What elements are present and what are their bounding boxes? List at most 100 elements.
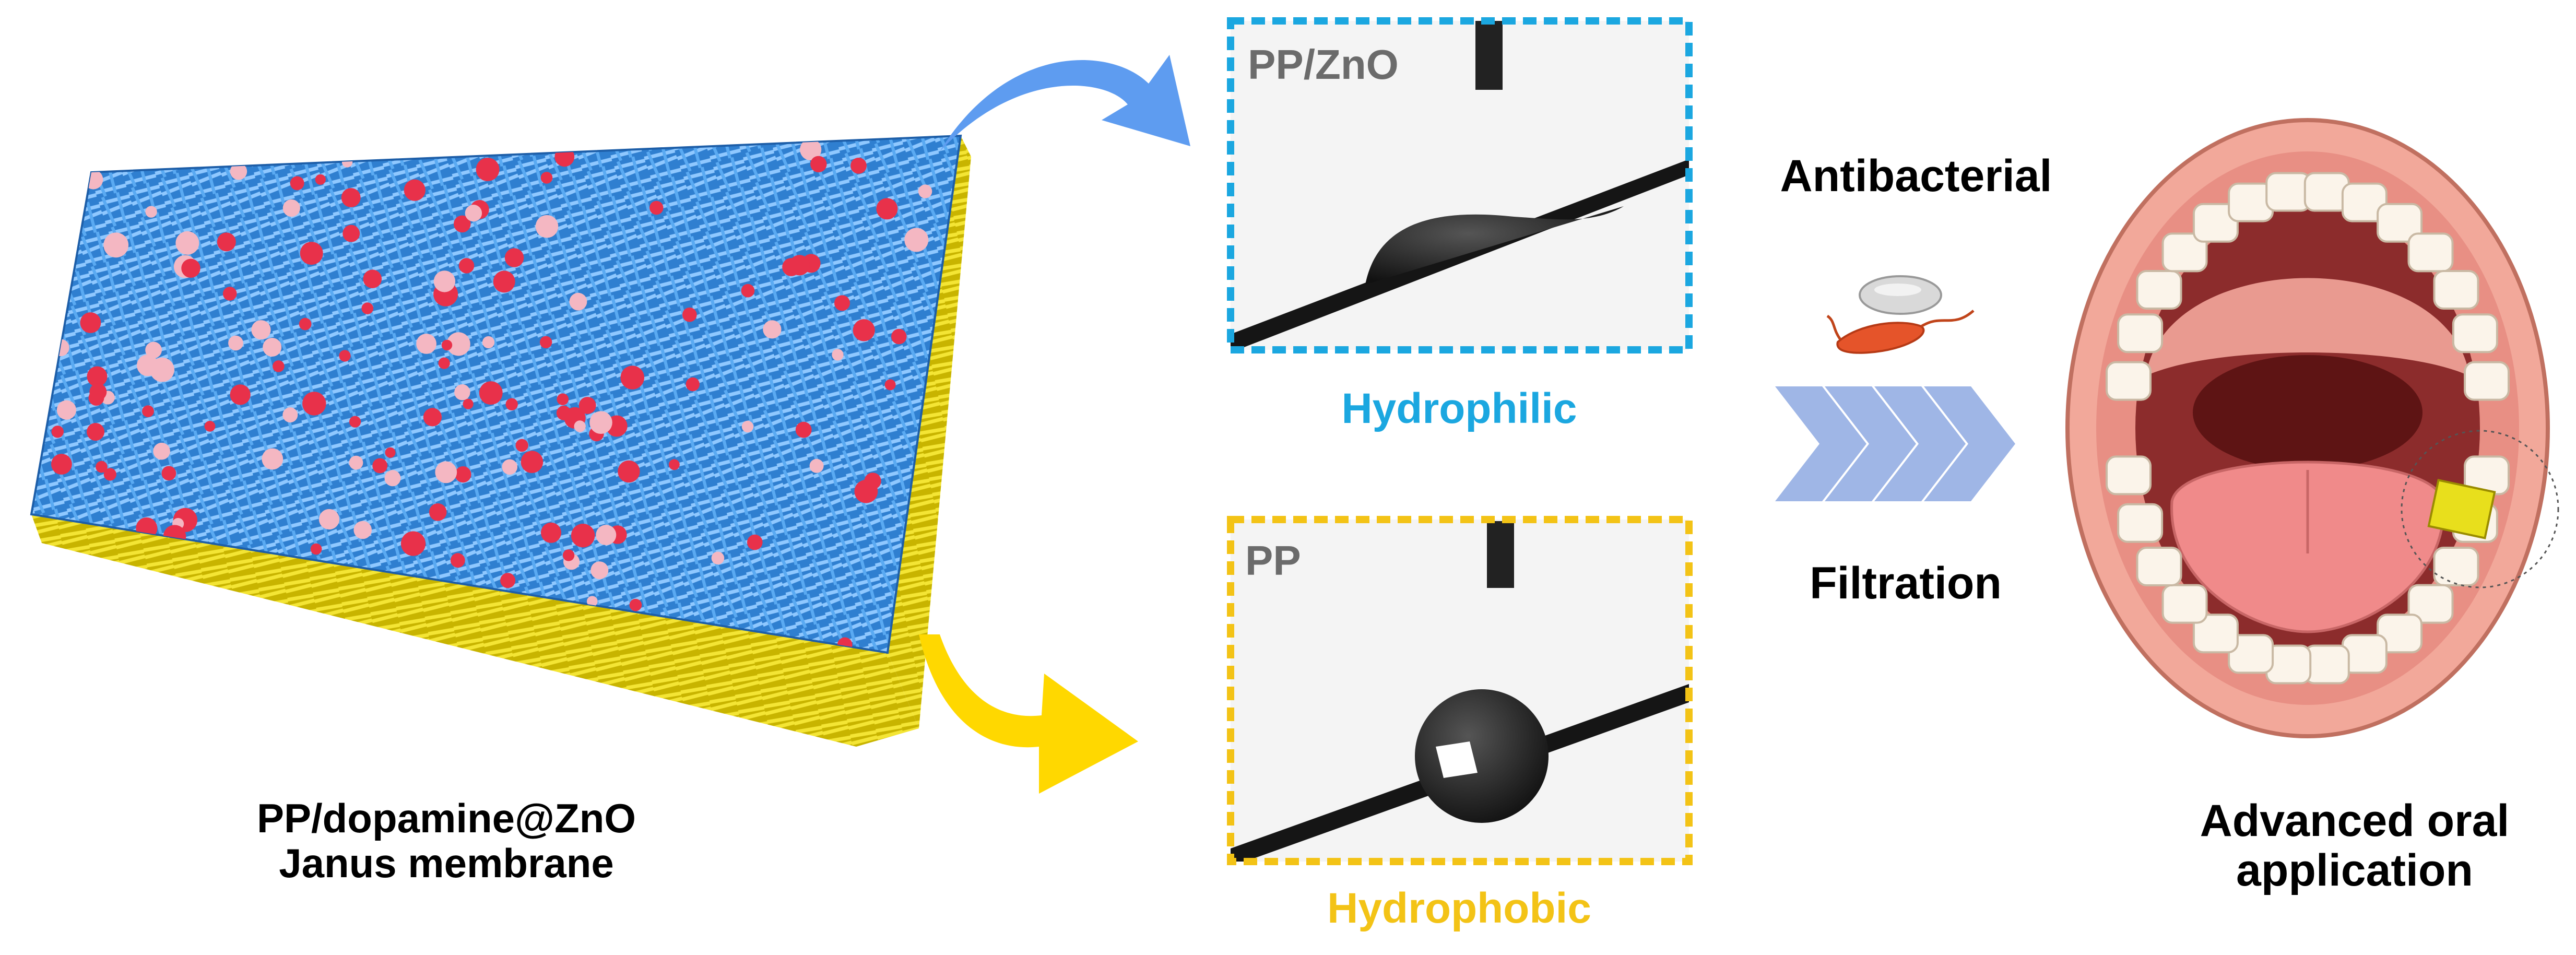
zno-particle bbox=[741, 284, 755, 298]
zno-particle bbox=[629, 598, 642, 611]
zno-particle bbox=[353, 521, 372, 539]
hydrophobic-frame bbox=[1227, 516, 1693, 865]
zno-particle bbox=[384, 470, 401, 487]
zno-particle bbox=[204, 420, 216, 432]
zno-particle bbox=[686, 377, 700, 392]
tooth bbox=[2377, 614, 2423, 654]
zno-particle bbox=[463, 398, 474, 409]
zno-particle bbox=[578, 397, 596, 414]
zno-particle bbox=[557, 393, 569, 405]
zno-particle bbox=[88, 390, 104, 406]
tooth bbox=[2433, 547, 2479, 586]
tooth bbox=[2136, 270, 2182, 310]
zno-particle bbox=[349, 455, 363, 470]
zno-particle bbox=[290, 176, 304, 191]
oral-caption-line2: application bbox=[2236, 845, 2473, 895]
zno-particle bbox=[310, 543, 322, 555]
zno-particle bbox=[222, 287, 237, 301]
zno-particle bbox=[228, 335, 243, 351]
spread-droplet bbox=[1365, 206, 1624, 285]
zno-particle bbox=[56, 400, 76, 420]
zno-particle bbox=[145, 206, 157, 218]
tooth bbox=[2136, 547, 2182, 586]
zno-particle bbox=[251, 320, 271, 340]
zno-particle bbox=[446, 332, 470, 356]
zno-particle bbox=[137, 355, 159, 376]
droplet-highlight bbox=[1436, 741, 1478, 778]
zno-particle bbox=[493, 270, 515, 293]
oral-application-caption: Advanced oral application bbox=[2177, 796, 2532, 895]
zno-particle bbox=[458, 258, 475, 274]
tooth bbox=[2341, 182, 2388, 222]
zno-particle bbox=[435, 461, 457, 484]
nanoparticles bbox=[51, 138, 932, 653]
zno-particle bbox=[96, 461, 108, 473]
yellow-curved-arrow bbox=[919, 634, 1138, 794]
zno-particle bbox=[400, 531, 426, 556]
zno-particle bbox=[789, 255, 810, 276]
zno-particle bbox=[884, 379, 896, 391]
zno-particle bbox=[476, 158, 500, 181]
zno-particle bbox=[535, 215, 559, 238]
zno-particle bbox=[541, 522, 561, 543]
zno-particle bbox=[342, 225, 360, 242]
zno-particle bbox=[429, 503, 447, 521]
top-panel-tag: PP/ZnO bbox=[1248, 41, 1399, 88]
zno-particle bbox=[282, 199, 300, 217]
zno-particle bbox=[318, 509, 340, 530]
zno-particle bbox=[711, 551, 725, 565]
dispensing-needle bbox=[1475, 21, 1503, 90]
tooth bbox=[2161, 232, 2208, 273]
zno-particle bbox=[80, 312, 101, 333]
zno-particle bbox=[482, 336, 495, 349]
dispensing-needle bbox=[1487, 521, 1514, 588]
oral-caption-line1: Advanced oral bbox=[2200, 796, 2510, 846]
blue-curved-arrow bbox=[940, 55, 1190, 151]
open-mouth-illustration bbox=[2065, 118, 2559, 738]
hydrophilic-frame bbox=[1227, 17, 1693, 353]
zno-particle bbox=[763, 320, 782, 339]
zno-particle bbox=[891, 328, 907, 345]
zno-particle bbox=[161, 466, 176, 481]
zno-particle bbox=[153, 442, 170, 460]
zno-particle bbox=[571, 523, 595, 548]
beaded-droplet bbox=[1415, 689, 1549, 823]
zno-particle bbox=[454, 384, 470, 400]
zno-particle bbox=[682, 308, 697, 322]
zno-particle bbox=[521, 451, 543, 473]
hydrophilic-label: Hydrophilic bbox=[1341, 385, 1577, 432]
zno-particle bbox=[832, 349, 844, 361]
zno-particle bbox=[341, 188, 361, 207]
zno-particle bbox=[649, 201, 664, 215]
zno-particle bbox=[515, 439, 528, 452]
tooth bbox=[2303, 644, 2350, 685]
tooth bbox=[2106, 455, 2152, 496]
zno-particle bbox=[747, 534, 763, 550]
zno-particle bbox=[51, 426, 64, 438]
zno-particle bbox=[175, 231, 199, 255]
tooth bbox=[2106, 361, 2152, 401]
zno-particle bbox=[230, 163, 247, 180]
zno-particle bbox=[589, 411, 612, 434]
zno-particle bbox=[455, 466, 471, 483]
zno-particle bbox=[263, 338, 282, 357]
zno-particle bbox=[262, 448, 283, 470]
zno-particle bbox=[441, 339, 453, 351]
zno-particle bbox=[502, 459, 517, 475]
palate bbox=[2146, 278, 2469, 376]
zno-particle bbox=[302, 392, 326, 416]
zno-particle bbox=[181, 258, 200, 278]
membrane-caption: PP/dopamine@ZnO Janus membrane bbox=[178, 796, 715, 886]
zno-particle bbox=[349, 416, 361, 428]
zno-particle bbox=[103, 468, 116, 481]
zno-particle bbox=[810, 156, 827, 173]
zno-particle bbox=[87, 423, 104, 441]
zno-particle bbox=[142, 405, 154, 417]
membrane-patch bbox=[2427, 479, 2496, 539]
chevron-1 bbox=[1775, 386, 1866, 501]
tooth bbox=[2228, 634, 2274, 674]
zno-particle bbox=[438, 357, 450, 369]
zno-particle bbox=[540, 336, 552, 348]
zno-particle bbox=[273, 360, 285, 372]
membrane-caption-line2: Janus membrane bbox=[279, 840, 614, 886]
